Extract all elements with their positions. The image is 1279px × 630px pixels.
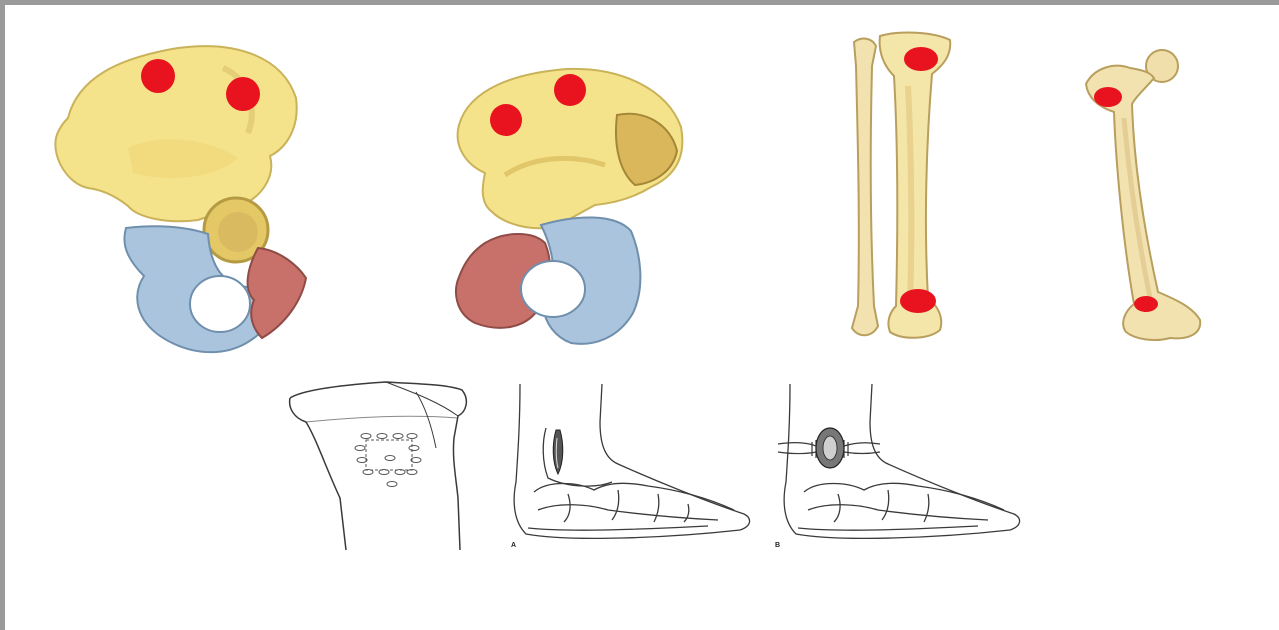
fibula — [852, 39, 878, 336]
marker-dot — [1134, 296, 1158, 312]
femur-figure — [1080, 48, 1208, 344]
marker-dot — [141, 59, 175, 93]
iliac-wing — [55, 46, 296, 221]
marker-dot — [900, 289, 936, 313]
pelvis-lateral-left-figure — [48, 38, 313, 356]
obturator-foramen — [521, 261, 585, 317]
panel-label-a: A — [511, 542, 516, 549]
pelvis-medial-figure — [445, 55, 690, 355]
marker-dot — [554, 74, 586, 106]
marker-dot — [904, 47, 938, 71]
marker-dot — [1094, 87, 1122, 107]
tibial-plateau-outline — [290, 382, 466, 550]
marker-dot — [490, 104, 522, 136]
obturator-foramen — [190, 276, 250, 332]
marker-dot — [226, 77, 260, 111]
ankle-drawing-b: B — [772, 382, 1024, 550]
graft-site-markings — [355, 434, 421, 487]
tibia-fibula-figure — [838, 26, 956, 342]
pubic-ramus — [248, 248, 306, 338]
panel-label-b: B — [775, 542, 780, 549]
proximal-tibia-drawing — [286, 378, 472, 550]
ankle-drawing-a: A — [508, 382, 754, 550]
